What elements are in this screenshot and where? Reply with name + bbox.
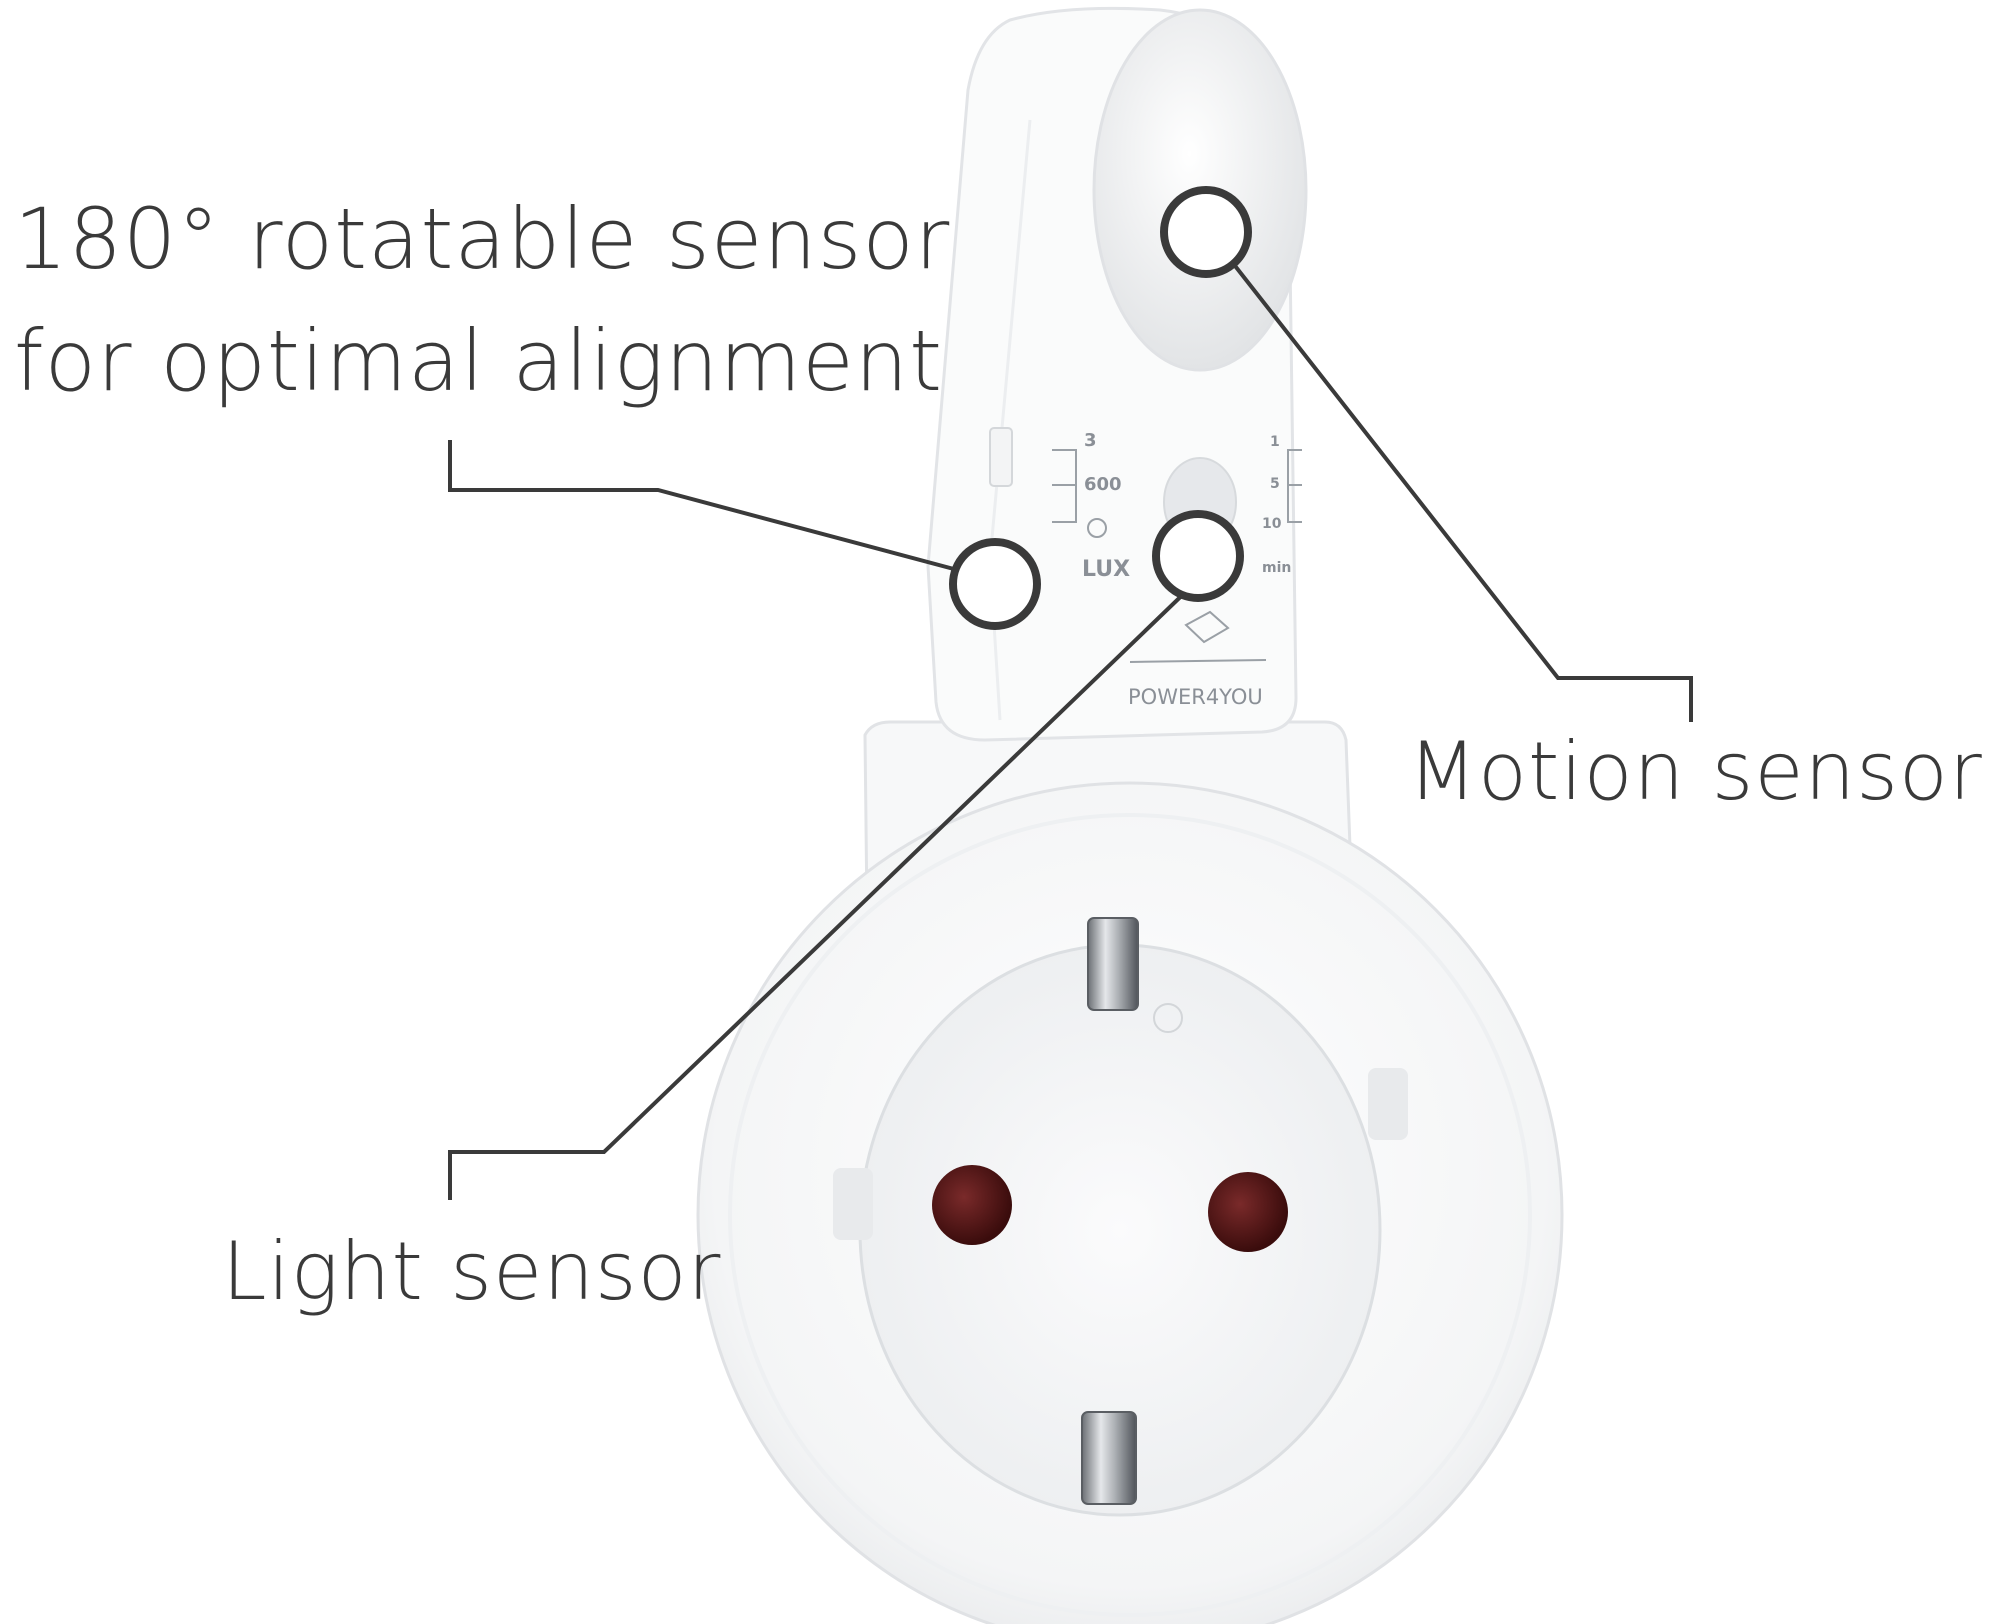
lux-value-3: 3 bbox=[1084, 430, 1097, 451]
lux-unit-label: LUX bbox=[1082, 557, 1130, 582]
lux-value-600: 600 bbox=[1084, 474, 1122, 495]
time-unit-label: min bbox=[1262, 560, 1291, 576]
leader-line-motion bbox=[1230, 260, 1693, 722]
brand-logo: POWER4YOU bbox=[1128, 685, 1263, 709]
callout-rotatable-sensor: 180° rotatable sensor for optimal alignm… bbox=[14, 178, 950, 422]
marker-motion bbox=[1160, 186, 1252, 278]
time-value-10: 10 bbox=[1262, 516, 1282, 532]
leader-line-light bbox=[448, 578, 1200, 1200]
time-value-1: 1 bbox=[1270, 434, 1280, 450]
socket-housing bbox=[696, 781, 1564, 1624]
socket-holes bbox=[932, 1165, 1288, 1252]
callout-light-sensor: Light sensor bbox=[222, 1225, 722, 1318]
leader-line-rotatable bbox=[448, 440, 996, 582]
marker-light bbox=[1152, 510, 1244, 602]
earth-pin-top bbox=[1087, 917, 1139, 1011]
callout-rotatable-line-1: 180° rotatable sensor bbox=[14, 190, 951, 288]
walking-icon bbox=[1184, 610, 1230, 644]
sensor-head bbox=[926, 6, 1308, 742]
sun-icon bbox=[1087, 518, 1107, 538]
marker-rotatable bbox=[949, 538, 1041, 630]
lux-dial bbox=[989, 427, 1013, 487]
side-slot-left bbox=[833, 1168, 873, 1240]
side-slot-right bbox=[1368, 1068, 1408, 1140]
ground-symbol-icon bbox=[1153, 1003, 1183, 1033]
time-value-5: 5 bbox=[1270, 476, 1280, 492]
earth-pin-bottom bbox=[1081, 1411, 1137, 1505]
callout-motion-sensor: Motion sensor bbox=[1408, 725, 1983, 818]
callout-rotatable-line-2: for optimal alignment bbox=[14, 312, 944, 410]
